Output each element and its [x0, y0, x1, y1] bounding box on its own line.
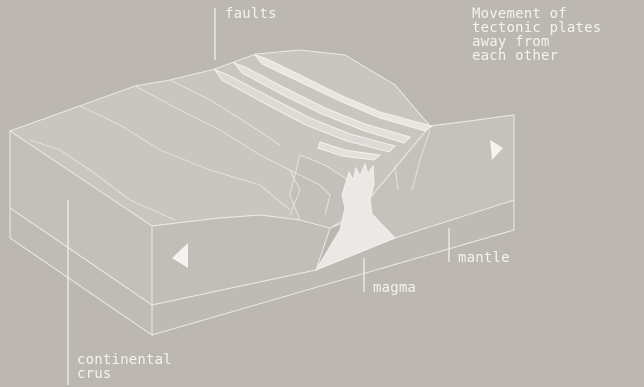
plate-movement-label: Movement of tectonic plates away from ea…: [472, 6, 602, 64]
continental-crust-label: continental crus: [77, 352, 172, 382]
magma-plume: [314, 162, 396, 272]
fault-step-1: [253, 54, 434, 132]
magma-label: magma: [373, 280, 417, 296]
arrow-right-icon: [490, 140, 503, 160]
faults-label: faults: [225, 6, 277, 22]
surface-cracks: [29, 79, 431, 221]
fault-step-3: [213, 68, 396, 153]
arrow-left-icon: [172, 243, 188, 268]
mantle-label: mantle: [458, 250, 510, 266]
fault-step-4: [317, 141, 382, 161]
fault-step-2: [232, 61, 411, 144]
